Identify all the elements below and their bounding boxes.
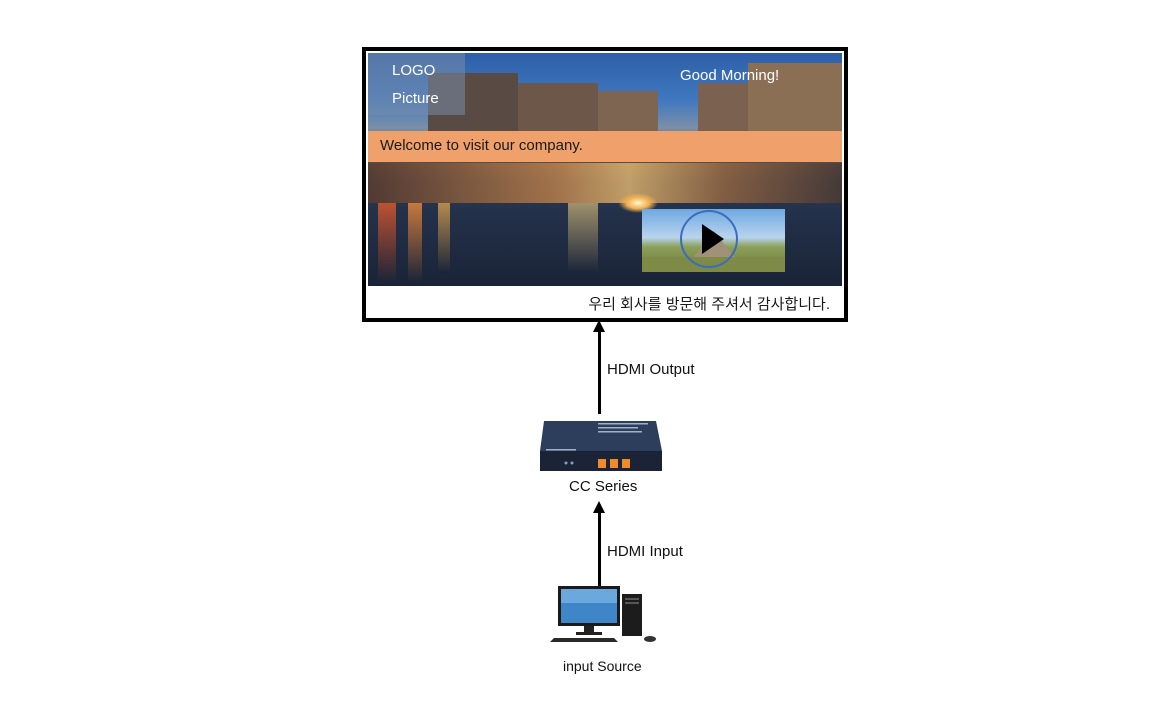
output-arrow-line [598,331,601,414]
input-source-label: input Source [563,658,642,674]
logo-text: LOGO [392,62,436,79]
hdmi-input-label: HDMI Input [607,543,683,560]
greeting-text: Good Morning! [680,67,780,84]
cc-series-label: CC Series [569,478,638,495]
input-source-computer [550,582,662,644]
output-arrowhead [593,320,605,332]
footer-message-text: 우리 회사를 방문해 주셔서 감사합니다. [588,296,830,313]
device-button-1 [598,459,606,468]
computer-icon [550,586,656,642]
device-button-3 [622,459,630,468]
logo-picture-text: Picture [392,90,439,107]
signage-background-image: LOGO Picture Good Morning! Welcome to vi… [368,53,842,286]
play-icon [702,224,724,254]
input-arrowhead [593,501,605,513]
logo-picture-box: LOGO Picture [368,53,465,115]
input-arrow-line [598,512,601,590]
display-screen: LOGO Picture Good Morning! Welcome to vi… [362,47,848,322]
welcome-banner-text: Welcome to visit our company. [380,137,583,154]
play-button[interactable] [680,210,738,268]
hdmi-output-label: HDMI Output [607,361,695,378]
cc-series-device [538,419,664,475]
welcome-banner: Welcome to visit our company. [368,131,842,162]
video-thumbnail [642,209,785,272]
footer-message-bar: 우리 회사를 방문해 주셔서 감사합니다. [368,286,842,316]
device-button-2 [610,459,618,468]
device-illustration [540,421,662,471]
